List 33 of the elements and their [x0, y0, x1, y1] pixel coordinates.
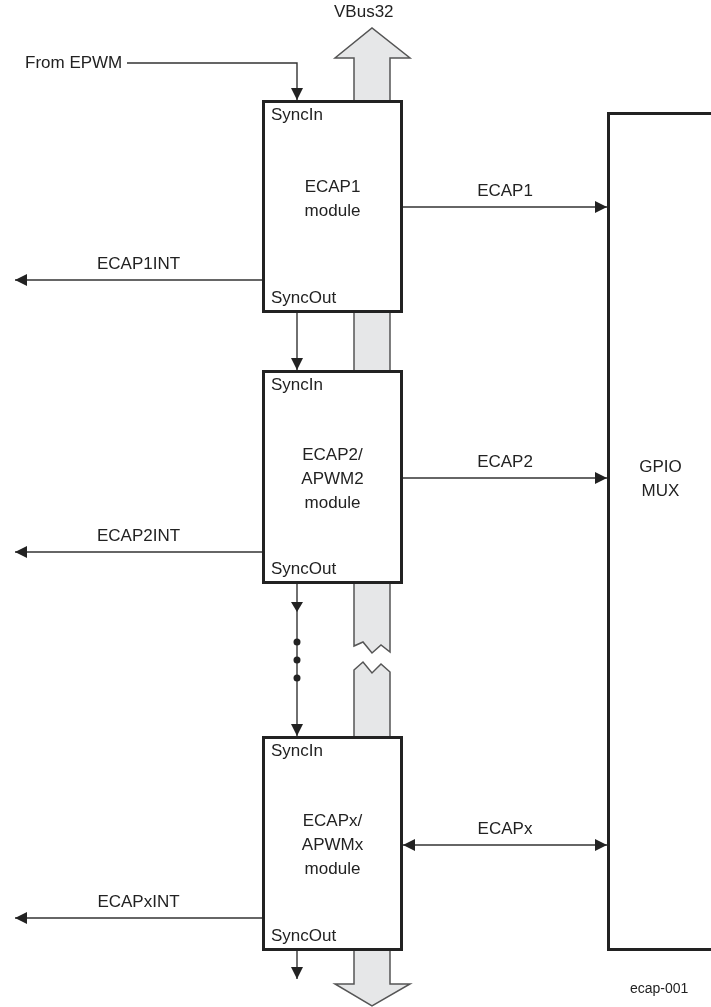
block-title: GPIO MUX [638, 456, 683, 502]
arrow [402, 201, 608, 213]
edge-label: ECAP2INT [96, 526, 181, 546]
edge-label: ECAP1 [477, 181, 533, 201]
port-label: SyncOut [271, 559, 337, 579]
module-title: ECAP1 module [303, 176, 362, 222]
arrow [14, 912, 263, 924]
bus-label: VBus32 [334, 2, 394, 22]
arrow [402, 472, 608, 484]
arrow [291, 312, 303, 371]
arrow [126, 62, 303, 101]
mux-block [607, 112, 711, 951]
module-block [262, 736, 403, 951]
arrow [402, 839, 608, 851]
module-title: ECAPx/ APWMx module [300, 810, 365, 880]
port-label: SyncIn [271, 741, 323, 761]
module-block [262, 100, 403, 313]
edge-label: ECAP2 [477, 452, 533, 472]
port-label: SyncIn [271, 375, 323, 395]
edge-label: ECAP1INT [96, 254, 181, 274]
arrow [14, 546, 263, 558]
arrow [291, 583, 303, 737]
port-label: SyncIn [271, 105, 323, 125]
port-label: SyncOut [271, 288, 337, 308]
edge-label: ECAPxINT [97, 892, 180, 912]
figure-id: ecap-001 [630, 980, 689, 996]
module-block [262, 370, 403, 584]
arrow [291, 950, 303, 980]
signal-source-label: From EPWM [25, 53, 127, 73]
edge-label: ECAPx [477, 819, 533, 839]
arrow [14, 274, 263, 286]
module-title: ECAP2/ APWM2 module [300, 444, 365, 514]
port-label: SyncOut [271, 926, 337, 946]
